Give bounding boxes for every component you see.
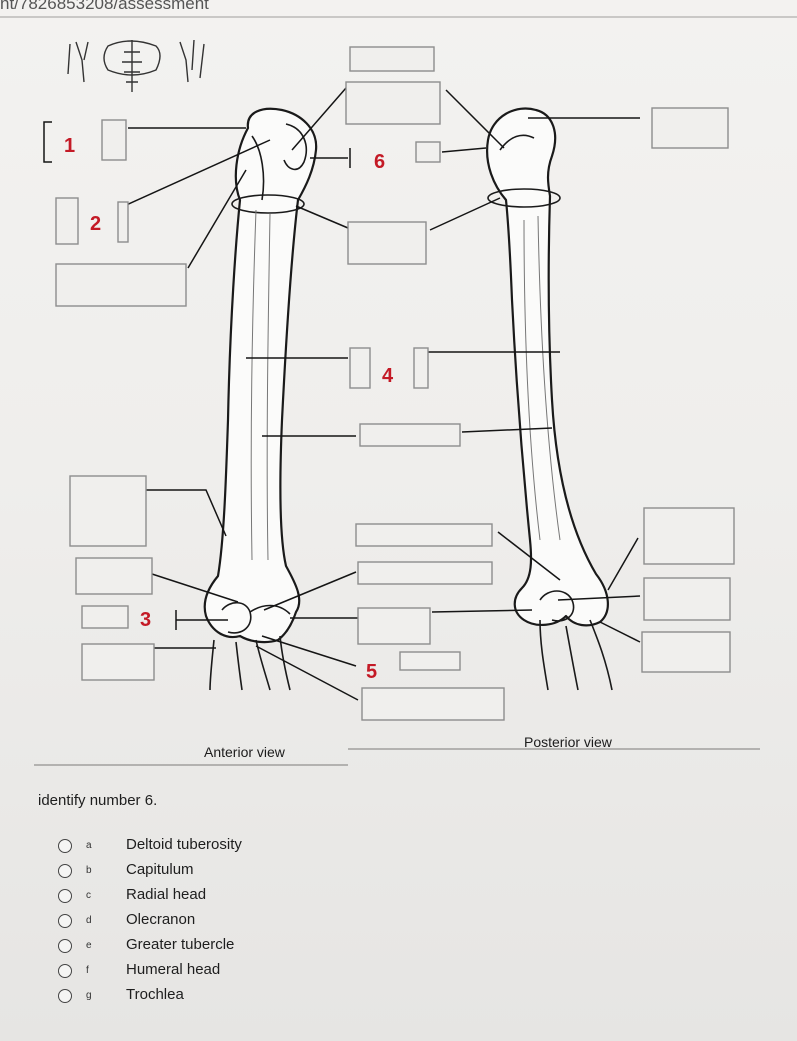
posterior-forearm — [539, 619, 613, 691]
option-text: Deltoid tuberosity — [126, 836, 242, 853]
skeleton-thumbnail — [67, 39, 205, 92]
label-number-5: 5 — [366, 661, 377, 683]
label-box — [117, 201, 129, 243]
option-letter: d — [86, 915, 92, 926]
label-box — [75, 557, 153, 595]
label-box — [643, 507, 735, 565]
label-box — [55, 263, 187, 307]
label-box — [345, 81, 441, 125]
diagram-divider — [34, 764, 348, 766]
leader-lines — [123, 87, 641, 701]
anterior-humerus — [203, 107, 318, 644]
label-box — [359, 423, 461, 447]
answer-option-g[interactable]: g Trochlea — [58, 986, 458, 1011]
question-prompt: identify number 6. — [38, 792, 158, 809]
label-number-6: 6 — [374, 151, 385, 173]
label-box — [651, 107, 729, 149]
label-box — [413, 347, 429, 389]
label-number-1: 1 — [64, 135, 75, 157]
option-text: Capitulum — [126, 861, 194, 878]
option-letter: f — [86, 965, 89, 976]
option-text: Trochlea — [126, 986, 184, 1003]
radio-button[interactable] — [58, 914, 72, 928]
answer-option-e[interactable]: e Greater tubercle — [58, 936, 458, 961]
label-box — [349, 46, 435, 72]
answer-options: a Deltoid tuberosity b Capitulum c Radia… — [58, 836, 458, 1011]
posterior-view-caption: Posterior view — [524, 734, 613, 750]
option-letter: b — [86, 865, 92, 876]
option-text: Radial head — [126, 886, 207, 903]
posterior-humerus — [486, 107, 609, 627]
answer-option-f[interactable]: f Humeral head — [58, 961, 458, 986]
label-number-3: 3 — [140, 609, 151, 631]
radio-button[interactable] — [58, 939, 72, 953]
label-box — [399, 651, 461, 671]
answer-option-a[interactable]: a Deltoid tuberosity — [58, 836, 458, 861]
label-box — [357, 561, 493, 585]
radio-button[interactable] — [58, 889, 72, 903]
answer-option-c[interactable]: c Radial head — [58, 886, 458, 911]
humerus-diagram: 1 2 3 4 5 6 Anterior view Posterior view — [43, 39, 735, 758]
browser-url-bar: nt/7826853208/assessment — [0, 0, 797, 18]
option-letter: c — [86, 890, 91, 901]
label-number-2: 2 — [90, 213, 101, 235]
anterior-view-caption: Anterior view — [204, 744, 286, 758]
label-box — [81, 605, 129, 629]
option-text: Greater tubercle — [126, 936, 235, 953]
label-box — [641, 631, 731, 673]
option-text: Olecranon — [126, 911, 196, 928]
label-1-bracket — [43, 121, 52, 163]
answer-option-d[interactable]: d Olecranon — [58, 911, 458, 936]
radio-button[interactable] — [58, 864, 72, 878]
diagram-divider — [348, 748, 760, 750]
radio-button[interactable] — [58, 964, 72, 978]
option-letter: a — [86, 840, 92, 851]
option-letter: e — [86, 940, 92, 951]
label-box — [355, 523, 493, 547]
label-box — [69, 475, 147, 547]
label-box — [357, 607, 431, 645]
option-letter: g — [86, 990, 92, 1001]
label-box — [55, 197, 79, 245]
anterior-forearm — [209, 635, 291, 691]
radio-button[interactable] — [58, 839, 72, 853]
answer-option-b[interactable]: b Capitulum — [58, 861, 458, 886]
option-text: Humeral head — [126, 961, 221, 978]
label-box — [101, 119, 127, 161]
label-box — [347, 221, 427, 265]
url-text: nt/7826853208/assessment — [0, 0, 209, 13]
label-box — [415, 141, 441, 163]
label-number-4: 4 — [382, 365, 394, 387]
label-boxes — [55, 46, 735, 721]
label-box — [643, 577, 731, 621]
label-box — [349, 347, 371, 389]
radio-button[interactable] — [58, 989, 72, 1003]
label-box — [361, 687, 505, 721]
label-box — [81, 643, 155, 681]
